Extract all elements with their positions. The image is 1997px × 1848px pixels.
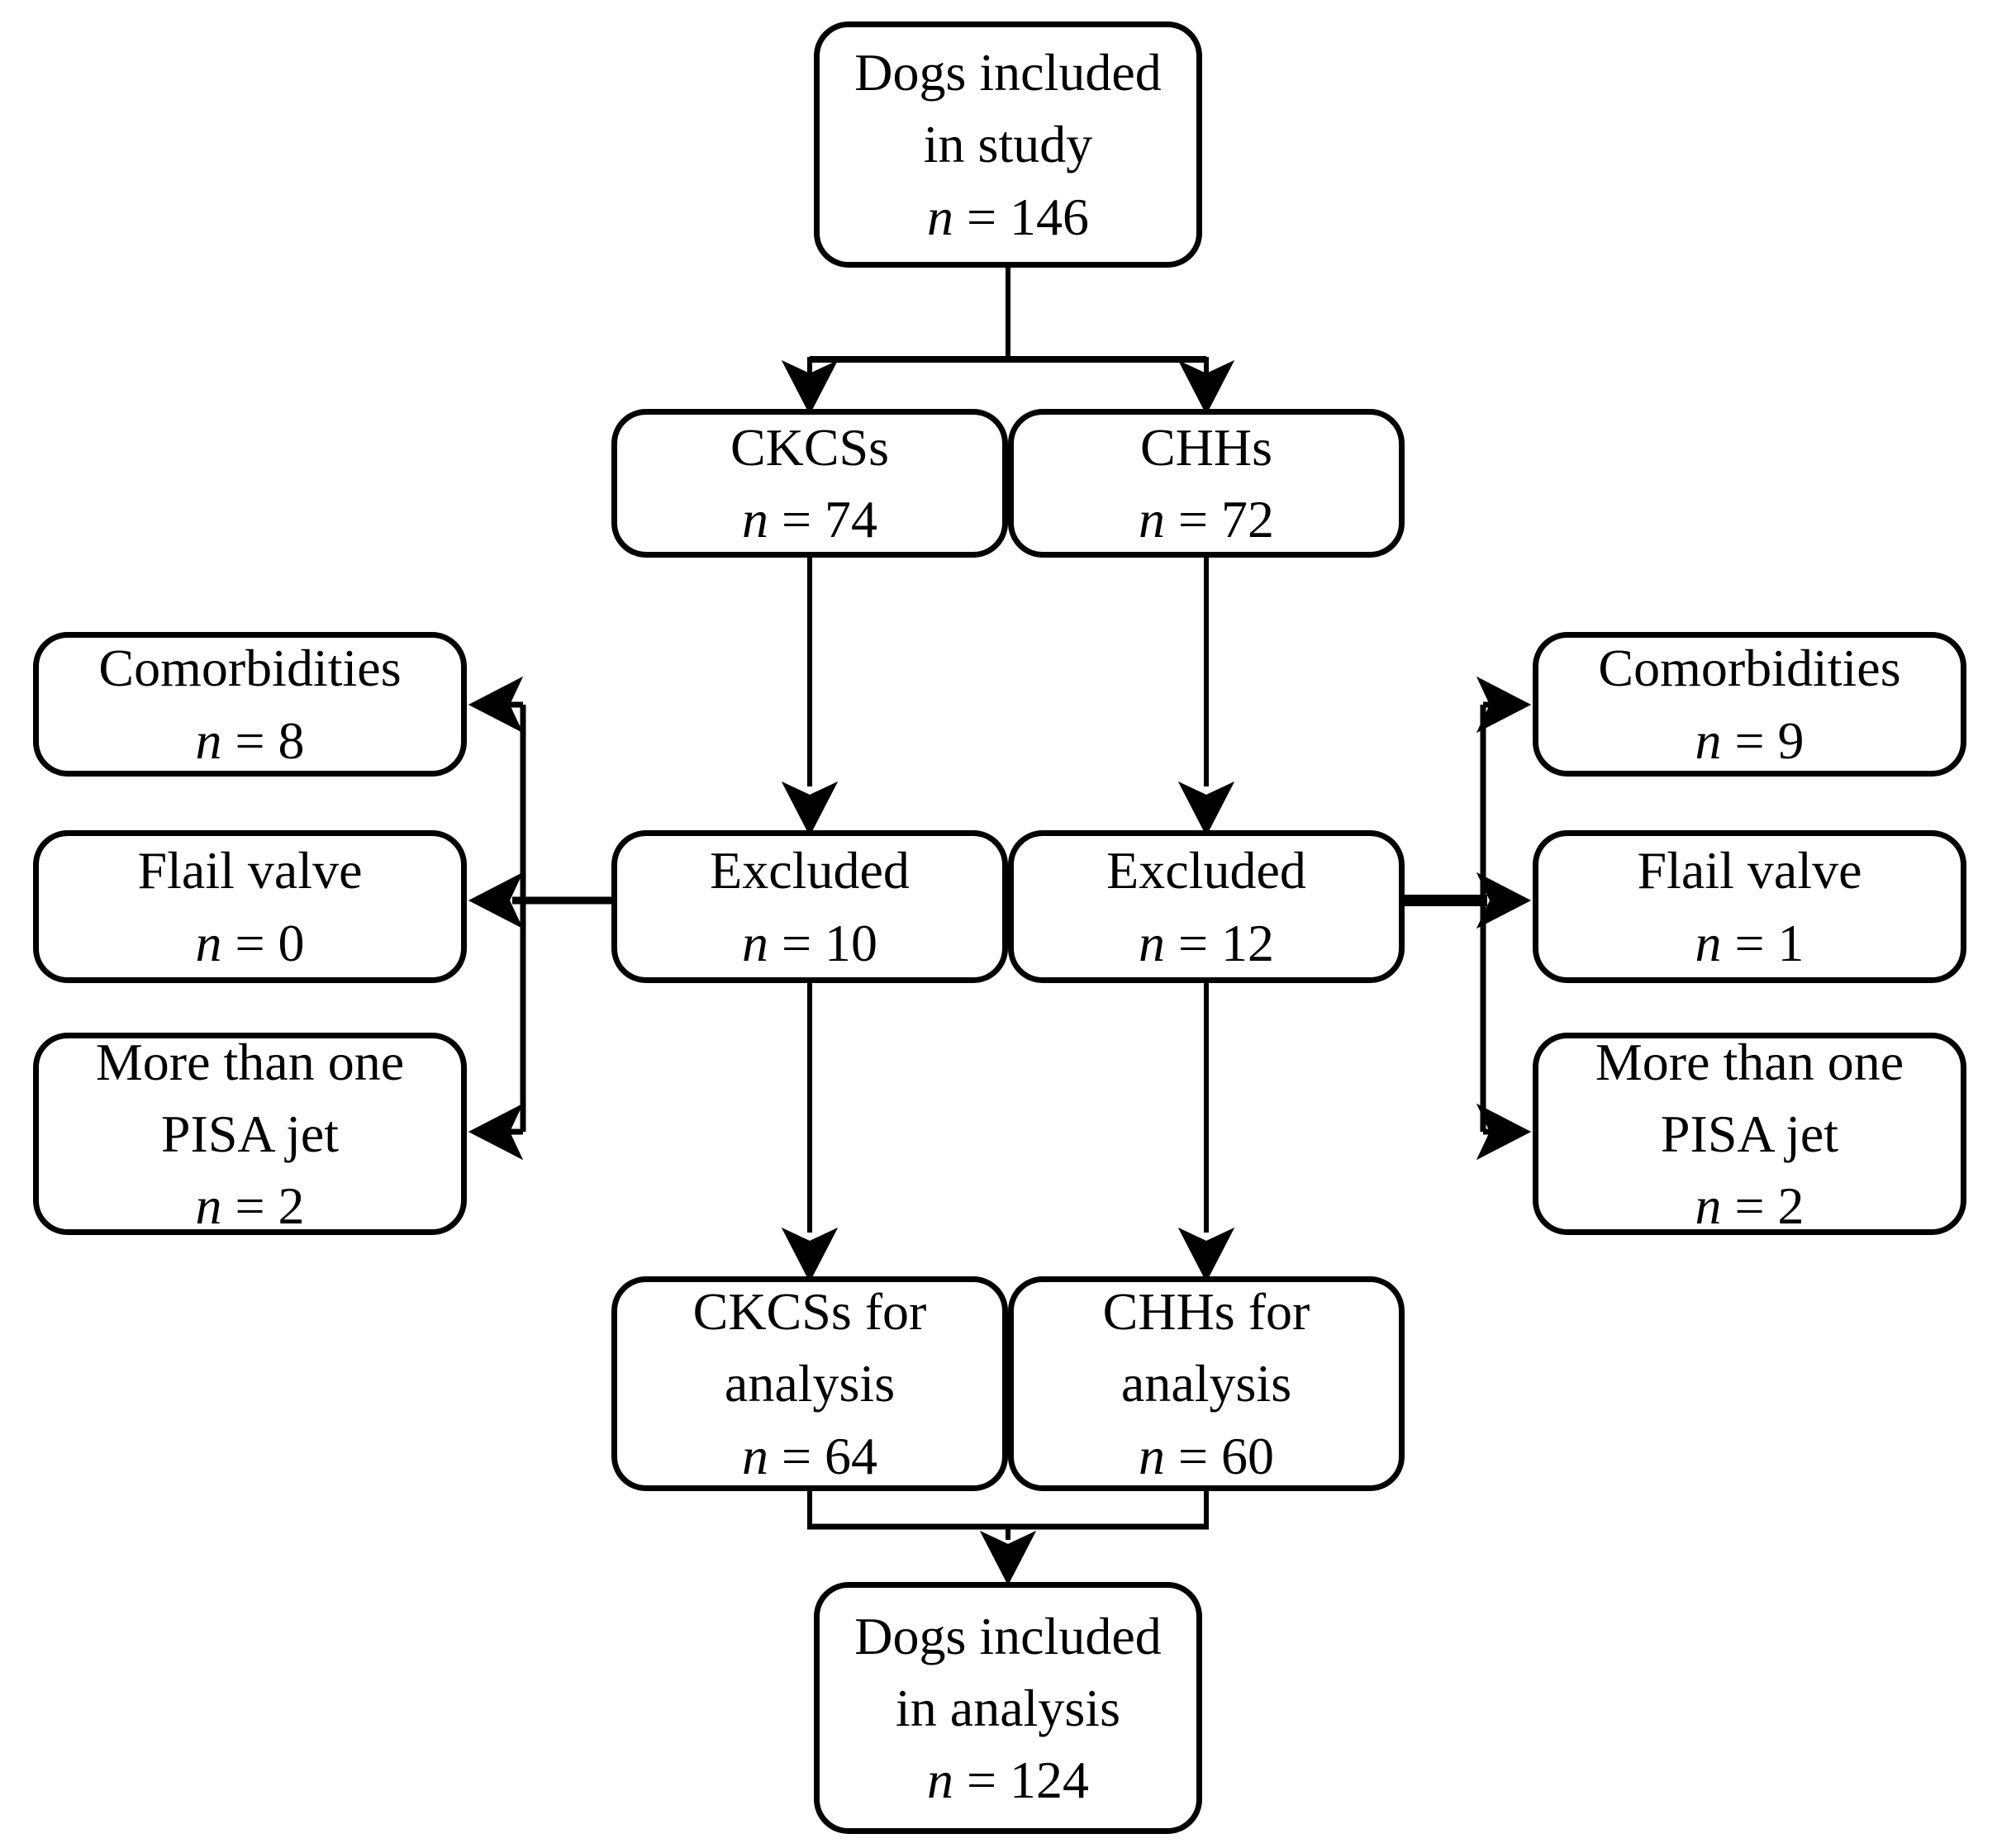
box-text-line: Flail valve: [137, 841, 363, 900]
box-comorbidities-left: Comorbidities n = 8: [33, 632, 467, 777]
box-n-line: n = 74: [617, 483, 1002, 555]
box-text-line: Comorbidities: [1598, 639, 1901, 698]
n-count: = 72: [1177, 490, 1275, 549]
arrow-ckcs-to-excluded: [781, 556, 839, 837]
connector-left-exclusion-reasons: [468, 676, 611, 1161]
box-text-line: in study: [923, 115, 1093, 174]
n-count: = 60: [1177, 1426, 1275, 1485]
box-text-line: Excluded: [1106, 841, 1306, 900]
n-count: = 10: [781, 913, 878, 972]
box-n-line: n = 1: [1538, 907, 1961, 979]
box-n-line: n = 124: [820, 1744, 1196, 1816]
box-text-line: CHHs for: [1102, 1282, 1310, 1342]
box-text-line: Flail valve: [1637, 841, 1862, 900]
box-pisa-jet-left: More than one PISA jet n = 2: [33, 1033, 467, 1235]
box-text-line: More than one: [1595, 1032, 1904, 1091]
box-ckcs-group: CKCSs n = 74: [611, 409, 1008, 558]
n-symbol: n: [1695, 710, 1722, 770]
box-text-line: PISA jet: [160, 1104, 340, 1163]
n-symbol: n: [195, 1176, 222, 1236]
box-n-line: n = 10: [617, 907, 1002, 979]
arrow-chh-to-excluded: [1177, 556, 1235, 837]
n-count: = 74: [781, 490, 878, 549]
box-text-line: CKCSs: [730, 417, 890, 477]
box-n-line: n = 2: [39, 1170, 461, 1242]
box-n-line: n = 2: [1538, 1170, 1961, 1242]
box-text-line: Excluded: [710, 841, 910, 900]
n-symbol: n: [741, 490, 768, 549]
n-symbol: n: [1138, 490, 1165, 549]
arrow-merge-to-final: [807, 1489, 1209, 1586]
box-n-line: n = 72: [1014, 483, 1399, 555]
box-pisa-jet-right: More than one PISA jet n = 2: [1533, 1033, 1966, 1235]
box-n-line: n = 60: [1014, 1420, 1399, 1492]
arrow-excluded-to-chh-analysis: [1177, 981, 1235, 1283]
box-text-line: PISA jet: [1660, 1104, 1839, 1163]
n-count: = 2: [1734, 1176, 1804, 1236]
arrow-study-to-groups: [781, 266, 1235, 416]
n-count: = 8: [235, 710, 305, 770]
box-excluded-chh: Excluded n = 12: [1008, 830, 1405, 983]
n-count: = 146: [966, 187, 1090, 246]
box-flail-valve-left: Flail valve n = 0: [33, 830, 467, 983]
box-excluded-ckcs: Excluded n = 10: [611, 830, 1008, 983]
box-text-line: analysis: [1120, 1354, 1292, 1413]
box-n-line: n = 0: [39, 907, 461, 979]
box-flail-valve-right: Flail valve n = 1: [1533, 830, 1966, 983]
n-symbol: n: [1695, 1176, 1722, 1236]
n-count: = 124: [966, 1751, 1090, 1810]
box-ckcs-for-analysis: CKCSs for analysis n = 64: [611, 1276, 1008, 1491]
box-n-line: n = 9: [1538, 705, 1961, 777]
n-count: = 0: [235, 913, 305, 972]
box-text-line: CKCSs for: [692, 1282, 927, 1342]
box-text-line: in analysis: [896, 1678, 1120, 1737]
box-text-line: More than one: [95, 1032, 405, 1091]
box-n-line: n = 12: [1014, 907, 1399, 979]
box-dogs-included-in-analysis: Dogs included in analysis n = 124: [814, 1582, 1202, 1834]
box-text-line: CHHs: [1139, 417, 1273, 477]
n-symbol: n: [195, 913, 222, 972]
n-count: = 2: [235, 1176, 305, 1236]
n-count: = 1: [1734, 913, 1804, 972]
n-symbol: n: [195, 710, 222, 770]
n-symbol: n: [926, 1751, 953, 1810]
box-text-line: Dogs included: [854, 1606, 1162, 1665]
arrow-excluded-to-ckcs-analysis: [781, 981, 839, 1283]
box-comorbidities-right: Comorbidities n = 9: [1533, 632, 1966, 777]
n-count: = 12: [1177, 913, 1275, 972]
n-symbol: n: [1695, 913, 1722, 972]
box-n-line: n = 8: [39, 705, 461, 777]
box-text-line: Dogs included: [854, 43, 1162, 102]
n-symbol: n: [741, 913, 768, 972]
n-count: = 9: [1734, 710, 1804, 770]
box-text-line: Comorbidities: [98, 639, 402, 698]
box-chh-for-analysis: CHHs for analysis n = 60: [1008, 1276, 1405, 1491]
connector-right-exclusion-reasons: [1405, 676, 1532, 1161]
box-n-line: n = 64: [617, 1420, 1002, 1492]
box-dogs-included-in-study: Dogs included in study n = 146: [814, 21, 1202, 268]
n-symbol: n: [1138, 1426, 1165, 1485]
box-chh-group: CHHs n = 72: [1008, 409, 1405, 558]
box-text-line: analysis: [724, 1354, 896, 1413]
n-symbol: n: [1138, 913, 1165, 972]
n-count: = 64: [781, 1426, 878, 1485]
n-symbol: n: [741, 1426, 768, 1485]
box-n-line: n = 146: [820, 181, 1196, 253]
n-symbol: n: [926, 187, 953, 246]
